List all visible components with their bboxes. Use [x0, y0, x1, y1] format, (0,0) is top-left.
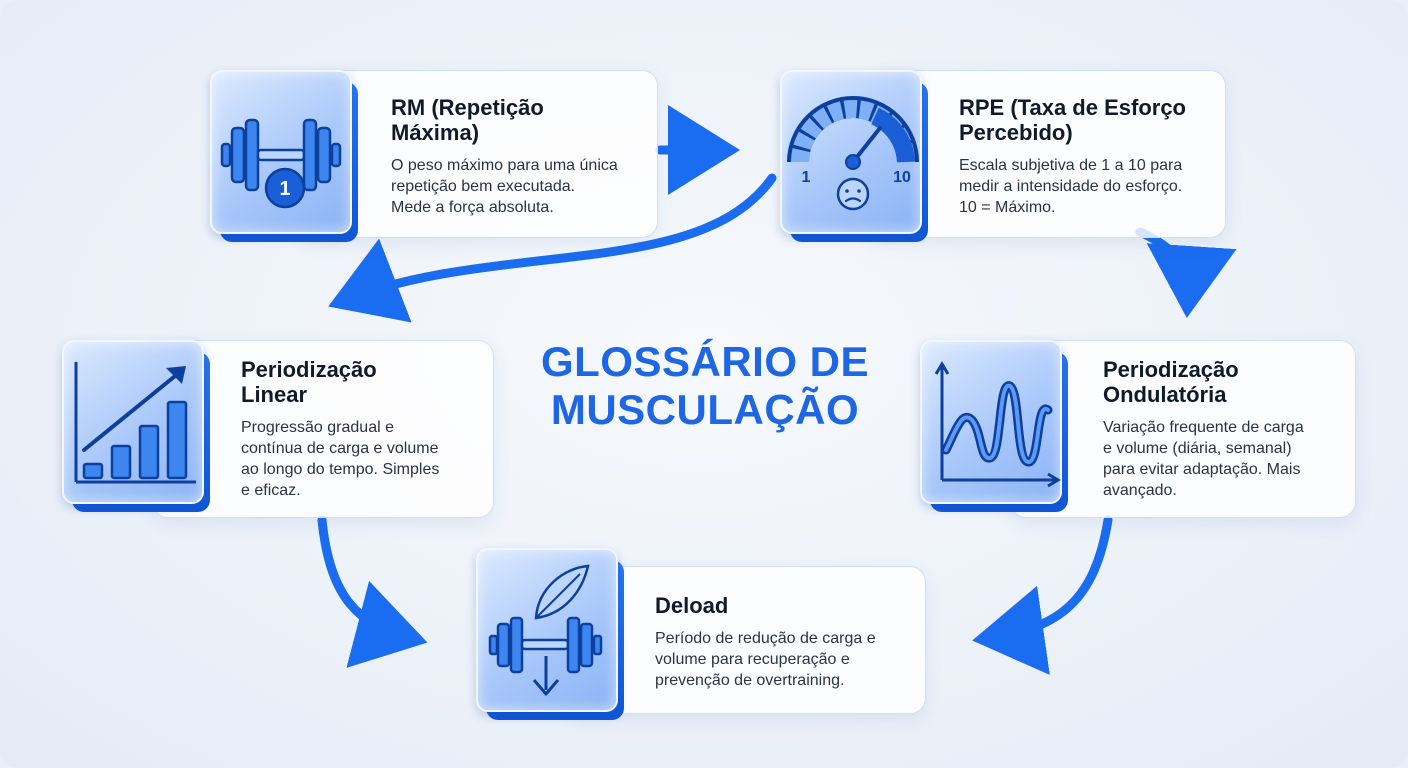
term-heading-rpe: RPE (Taxa de Esforço Percebido) — [959, 95, 1186, 145]
term-heading-rm: RM (Repetição Máxima) — [391, 95, 544, 145]
term-heading-linear: Periodização Linear — [241, 357, 377, 407]
gauge-icon: 1 10 — [787, 96, 919, 211]
term-description-linear: Progressão gradual e contínua de carga e… — [241, 419, 440, 499]
arrow-rpe-to-undulating — [1135, 227, 1237, 318]
tired-face-icon — [836, 177, 870, 211]
term-tile-linear — [62, 340, 210, 512]
title-line-2: MUSCULAÇÃO — [550, 386, 860, 433]
term-description-rm: O peso máximo para uma única repetição b… — [391, 157, 618, 216]
barbell-one-icon: 1 — [220, 118, 342, 209]
term-heading-deload: Deload — [655, 593, 729, 618]
term-description-rpe: Escala subjetiva de 1 a 10 para medir a … — [959, 157, 1183, 216]
term-tile-deload — [476, 548, 624, 720]
gauge-max-label: 10 — [893, 169, 911, 186]
term-card-deload: Deload Período de redução de carga e vol… — [566, 566, 926, 714]
term-heading-undulating: Periodização Ondulatória — [1103, 357, 1239, 407]
rm-badge-number: 1 — [279, 178, 290, 200]
arrow-undulating-to-deload — [972, 515, 1113, 675]
term-description-deload: Período de redução de carga e volume par… — [655, 630, 876, 689]
bar-chart-up-icon — [74, 362, 196, 484]
term-tile-rm: 1 — [210, 70, 358, 242]
arrow-rpe-to-linear — [328, 173, 777, 323]
term-tile-rpe: 1 10 — [780, 70, 928, 242]
arrow-linear-to-deload — [317, 515, 428, 668]
term-card-rm: RM (Repetição Máxima) O peso máximo para… — [300, 70, 658, 238]
arrow-down-icon — [532, 656, 560, 696]
diagram-title: GLOSSÁRIO DE MUSCULAÇÃO — [520, 338, 890, 434]
title-line-1: GLOSSÁRIO DE — [540, 338, 870, 385]
feather-barbell-icon — [488, 564, 603, 696]
feather-icon — [534, 564, 590, 620]
term-card-rpe: RPE (Taxa de Esforço Percebido) Escala s… — [870, 70, 1226, 238]
term-description-undulating: Variação frequente de carga e volume (di… — [1103, 419, 1304, 499]
gauge-min-label: 1 — [802, 169, 811, 186]
wave-chart-icon — [934, 361, 1061, 488]
term-tile-undulating — [920, 340, 1068, 512]
